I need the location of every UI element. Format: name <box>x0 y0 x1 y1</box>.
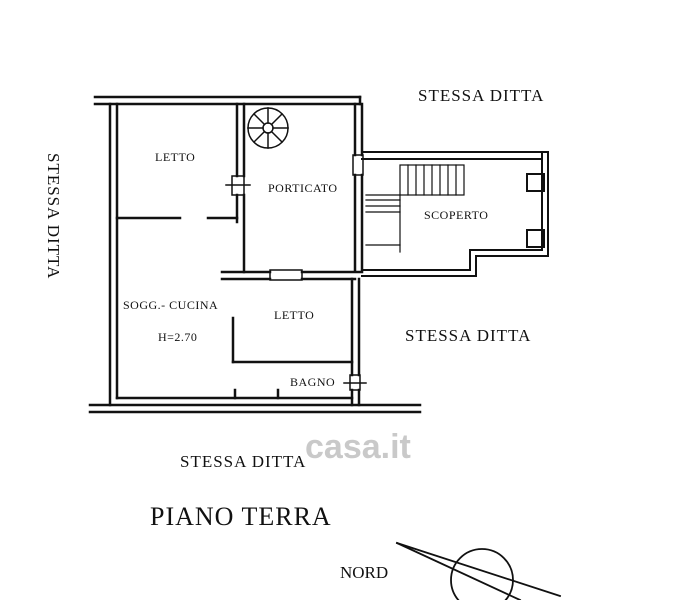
room-label-soggiorno-cucina: SOGG.- CUCINA <box>123 298 218 312</box>
north-label: NORD <box>340 563 388 582</box>
neighbor-label-bottom: STESSA DITTA <box>180 452 306 471</box>
openings <box>225 154 367 391</box>
plan-title: PIANO TERRA <box>150 502 332 531</box>
neighbor-label-left: STESSA DITTA <box>44 153 63 279</box>
north-arrow <box>395 541 562 600</box>
spiral-staircase <box>247 107 289 149</box>
neighbor-label-right: STESSA DITTA <box>405 326 531 345</box>
room-label-bagno: BAGNO <box>290 375 335 389</box>
interior-walls <box>115 102 364 407</box>
watermark: casa.it <box>305 428 411 466</box>
room-height-label: H=2.70 <box>158 330 197 344</box>
room-label-porticato: PORTICATO <box>268 181 338 195</box>
staircase <box>365 164 465 253</box>
outer-walls <box>88 95 422 414</box>
room-label-letto-1: LETTO <box>155 150 195 164</box>
neighbor-label-top-right: STESSA DITTA <box>418 86 544 105</box>
room-label-scoperto: SCOPERTO <box>424 208 488 222</box>
room-label-letto-2: LETTO <box>274 308 314 322</box>
scoperto-outline <box>361 151 549 277</box>
